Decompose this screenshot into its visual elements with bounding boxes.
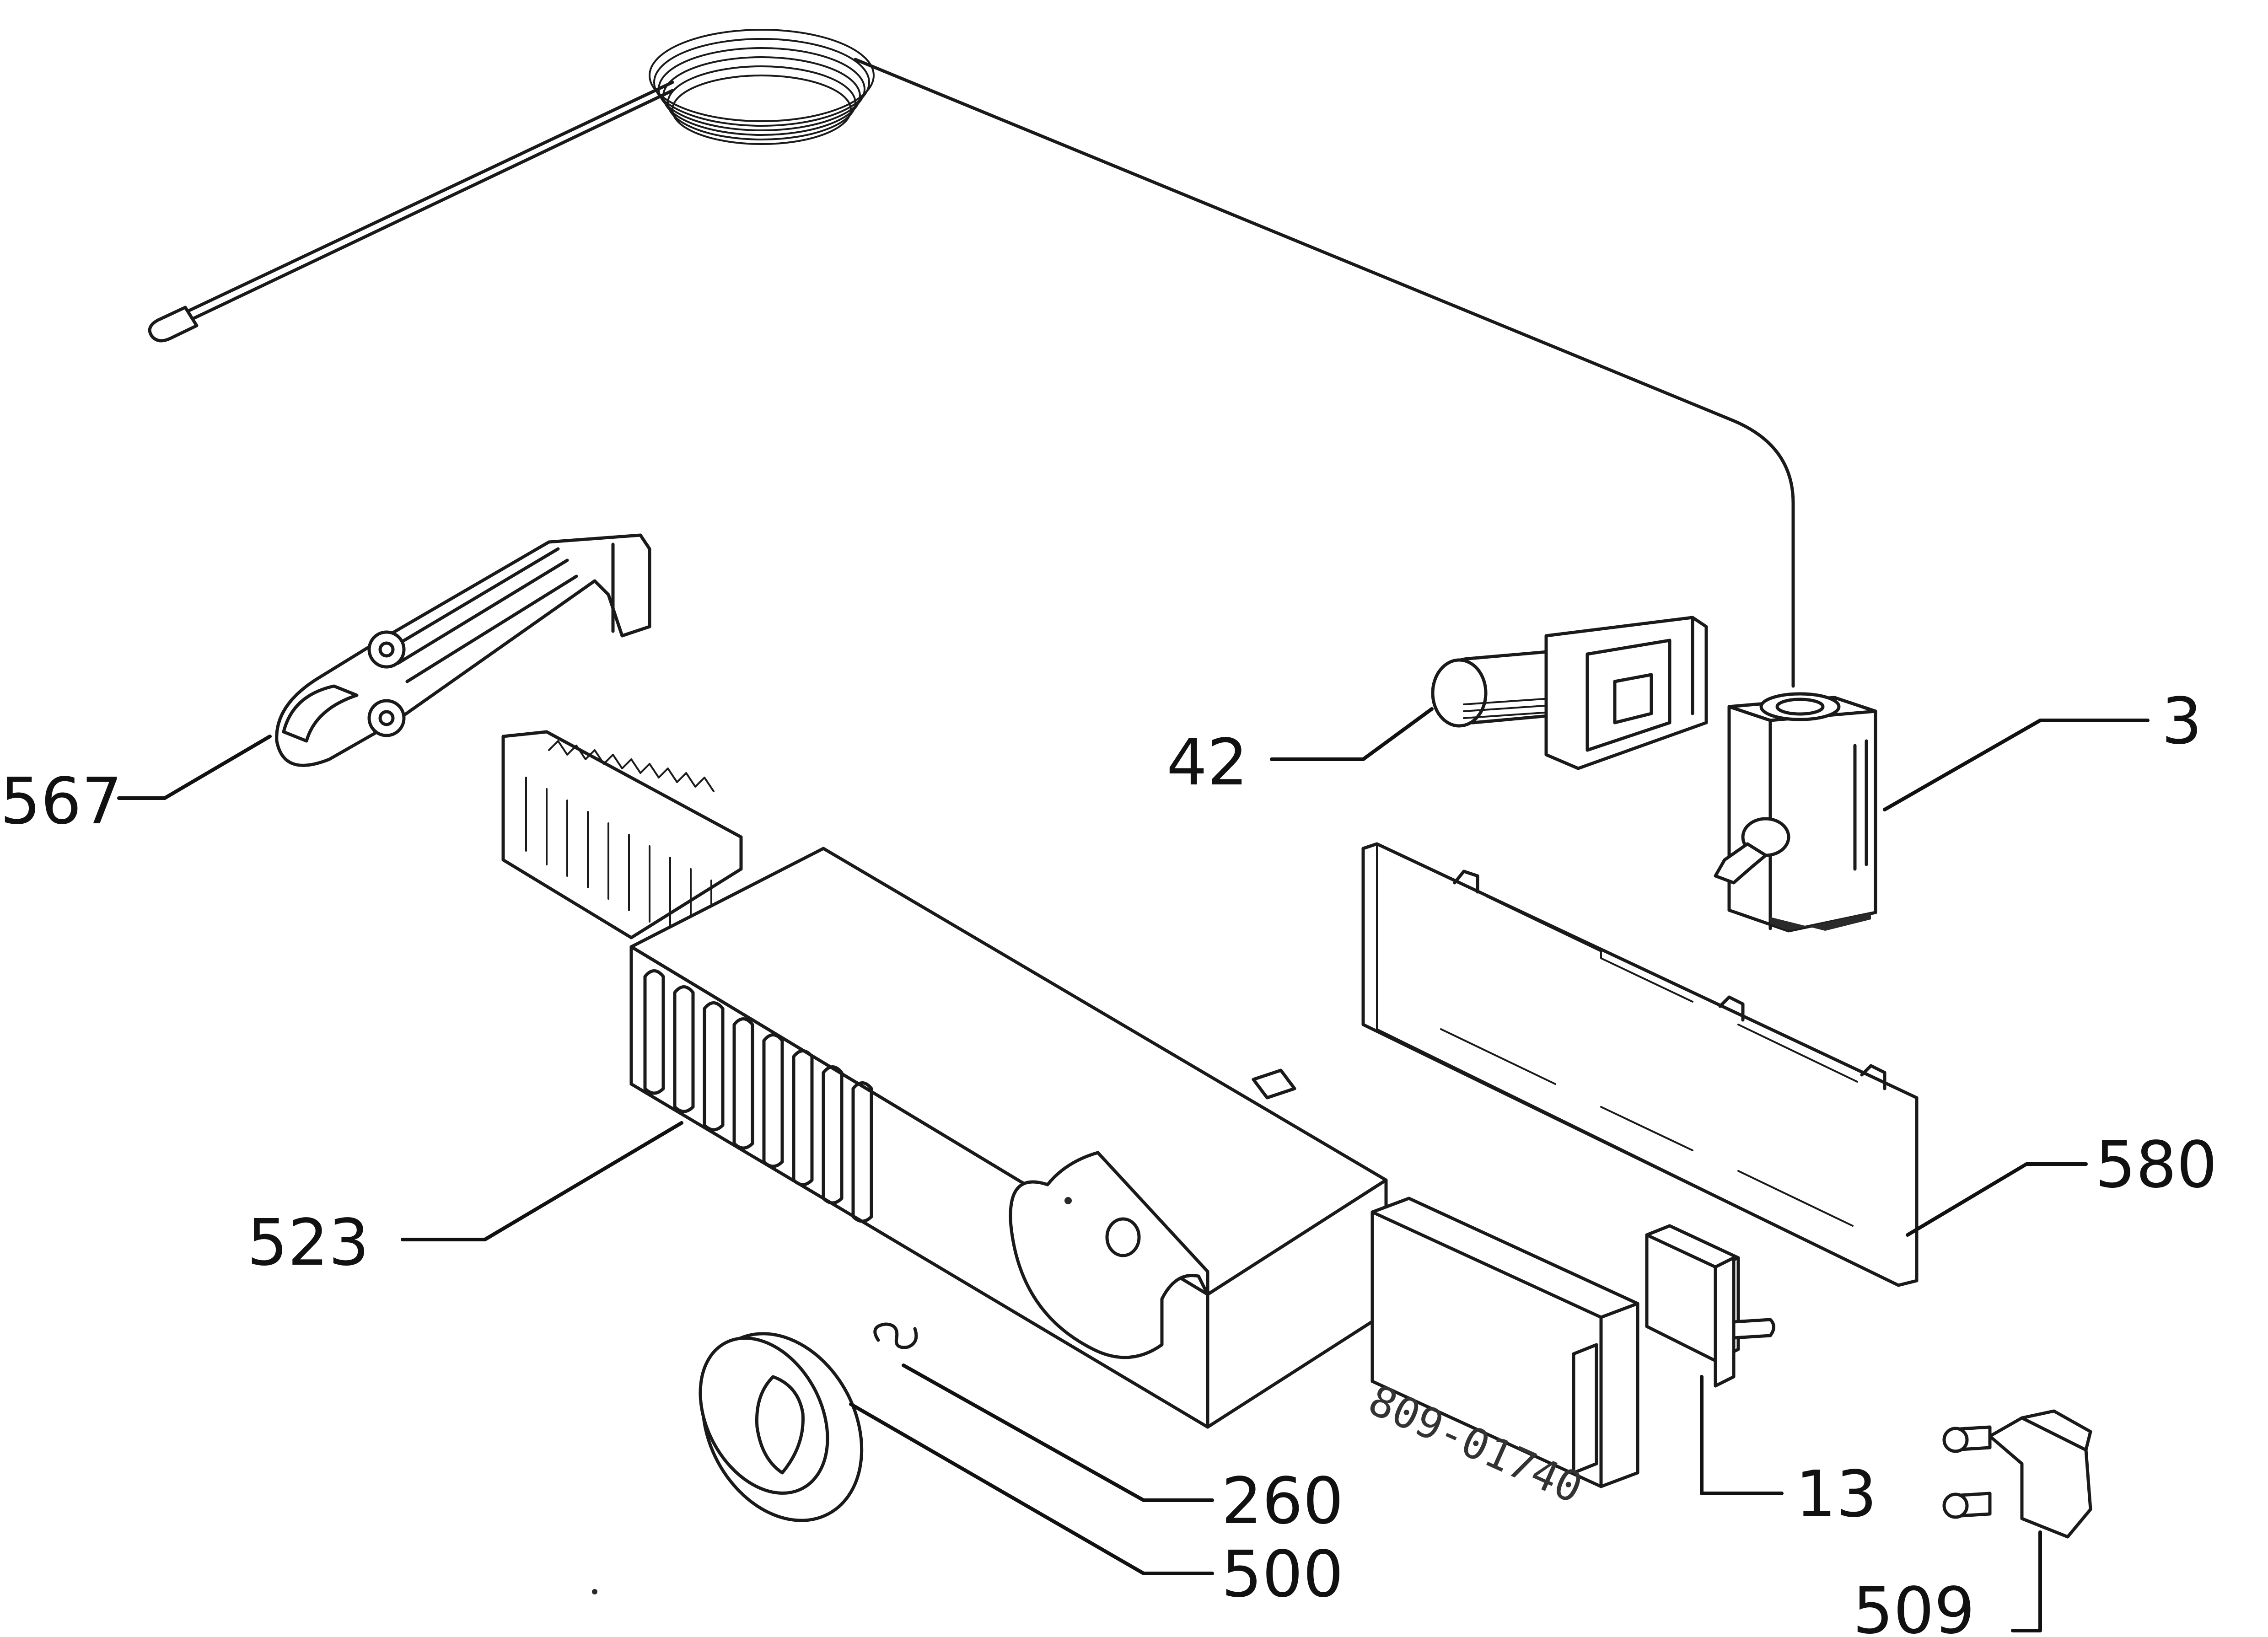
leader-260: [902, 1363, 1214, 1502]
front-fins: [643, 969, 873, 1223]
sensor-bulb: [148, 306, 199, 343]
rear-fin-block: [501, 730, 743, 952]
leader-580: [1906, 1162, 2088, 1237]
knob-mount: [1009, 1151, 1209, 1359]
terminal-part-509: [1942, 1409, 2092, 1539]
callout-523: 523: [247, 1206, 369, 1280]
callout-580: 580: [2095, 1128, 2217, 1202]
capillary-tube: [148, 29, 1795, 688]
capillary-line: [854, 58, 1795, 688]
leader-42: [1270, 707, 1434, 761]
display-cover-box: 809-01740: [1361, 1197, 1639, 1513]
housing-part-523: [501, 730, 1388, 1429]
switch-part-13: [1645, 1224, 1775, 1388]
callout-260: 260: [1221, 1464, 1344, 1539]
spring-clip-part-260: [873, 1322, 918, 1349]
hinge-lever-part-567: [275, 533, 651, 767]
leader-509: [2011, 1530, 2042, 1632]
thermostat-shaft: [1714, 817, 1790, 885]
callout-509: 509: [1853, 1574, 1975, 1637]
leader-567: [117, 735, 272, 800]
lamp-holder-part-42: [1431, 616, 1708, 770]
callout-500: 500: [1221, 1537, 1344, 1612]
leader-lines: [117, 707, 2150, 1632]
leader-13: [1700, 1375, 1784, 1495]
capillary-coil: [649, 29, 875, 145]
callout-labels: 3 13 42 260 500 509 523 567 580: [0, 684, 2217, 1637]
callout-42: 42: [1166, 725, 1248, 800]
circuit-board-part-580: [1361, 842, 1919, 1287]
leader-523: [401, 1121, 683, 1241]
stray-mark: [592, 1589, 597, 1594]
leader-3: [1883, 719, 2150, 811]
thermostat-part-3: [1714, 692, 1877, 933]
callout-3: 3: [2161, 684, 2202, 759]
callout-13: 13: [1795, 1457, 1877, 1532]
control-knob-part-500: [699, 1332, 864, 1522]
callout-567: 567: [0, 764, 122, 839]
leader-500: [849, 1402, 1214, 1575]
